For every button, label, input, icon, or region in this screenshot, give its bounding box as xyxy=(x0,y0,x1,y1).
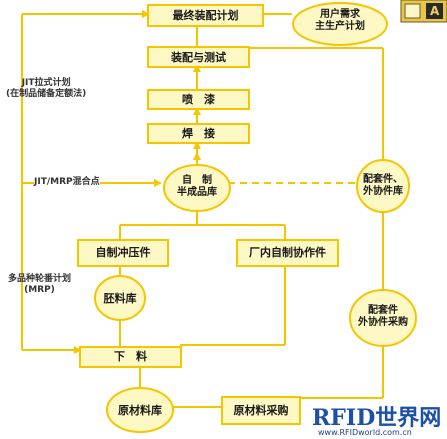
multi-variety-note: 多品种轮番计划 (MRP) xyxy=(8,274,72,295)
customer-demand-label: 用户需求 主生产计划 xyxy=(293,9,387,33)
book-icon: A xyxy=(400,0,447,23)
raw-store-label: 原材料库 xyxy=(118,404,162,417)
assembly-test-label: 装配与测试 xyxy=(171,51,226,64)
kit-purchase-label: 配套件 外协件采购 xyxy=(358,305,408,328)
assembly-test-box xyxy=(147,46,250,68)
watermark-url: www.RFIDworld.com.cn xyxy=(318,428,412,437)
raw-store-ellipse xyxy=(106,387,174,433)
jit-pull-note: JIT拉式计划 (在制品储备定额法) xyxy=(6,78,87,99)
semi-finished-store-ellipse xyxy=(163,164,231,212)
stamping-label: 自制冲压件 xyxy=(95,246,151,259)
raw-purchase-box xyxy=(221,396,301,425)
blank-store-ellipse xyxy=(94,275,146,321)
kit-parts-ellipse xyxy=(356,159,410,213)
blank-store-label: 胚料库 xyxy=(103,292,137,305)
painting-box xyxy=(147,89,250,110)
watermark-logo: RFID世界网 xyxy=(310,400,447,439)
final-assembly-plan-box xyxy=(147,4,264,27)
watermark-logo-text: RFID世界网 xyxy=(312,405,441,431)
centre-flow-lines xyxy=(119,24,384,408)
semi-finished-store-label: 自 制 半成品库 xyxy=(177,175,217,198)
kit-purchase-ellipse xyxy=(349,289,417,347)
internal-coop-label: 厂内自制协作件 xyxy=(249,246,326,259)
painting-label: 喷 漆 xyxy=(182,93,215,106)
kit-parts-label: 配套件、 外协件库 xyxy=(363,174,403,197)
blanking-label: 下 料 xyxy=(114,350,147,363)
mixed-point-note: JIT/MRP混合点 xyxy=(34,177,100,188)
internal-coop-box xyxy=(236,239,339,267)
raw-purchase-label: 原材料采购 xyxy=(233,404,289,417)
stamping-box xyxy=(77,239,169,267)
customer-demand-ellipse xyxy=(292,2,388,46)
final-assembly-plan-label: 最终装配计划 xyxy=(172,9,239,22)
blanking-box xyxy=(79,346,182,368)
master-schedule-text: 主生产计划 xyxy=(315,21,365,32)
welding-label: 焊 接 xyxy=(182,127,215,140)
customer-demand-text: 用户需求 xyxy=(320,9,360,20)
welding-box xyxy=(147,123,250,144)
svg-text:A: A xyxy=(430,4,440,18)
